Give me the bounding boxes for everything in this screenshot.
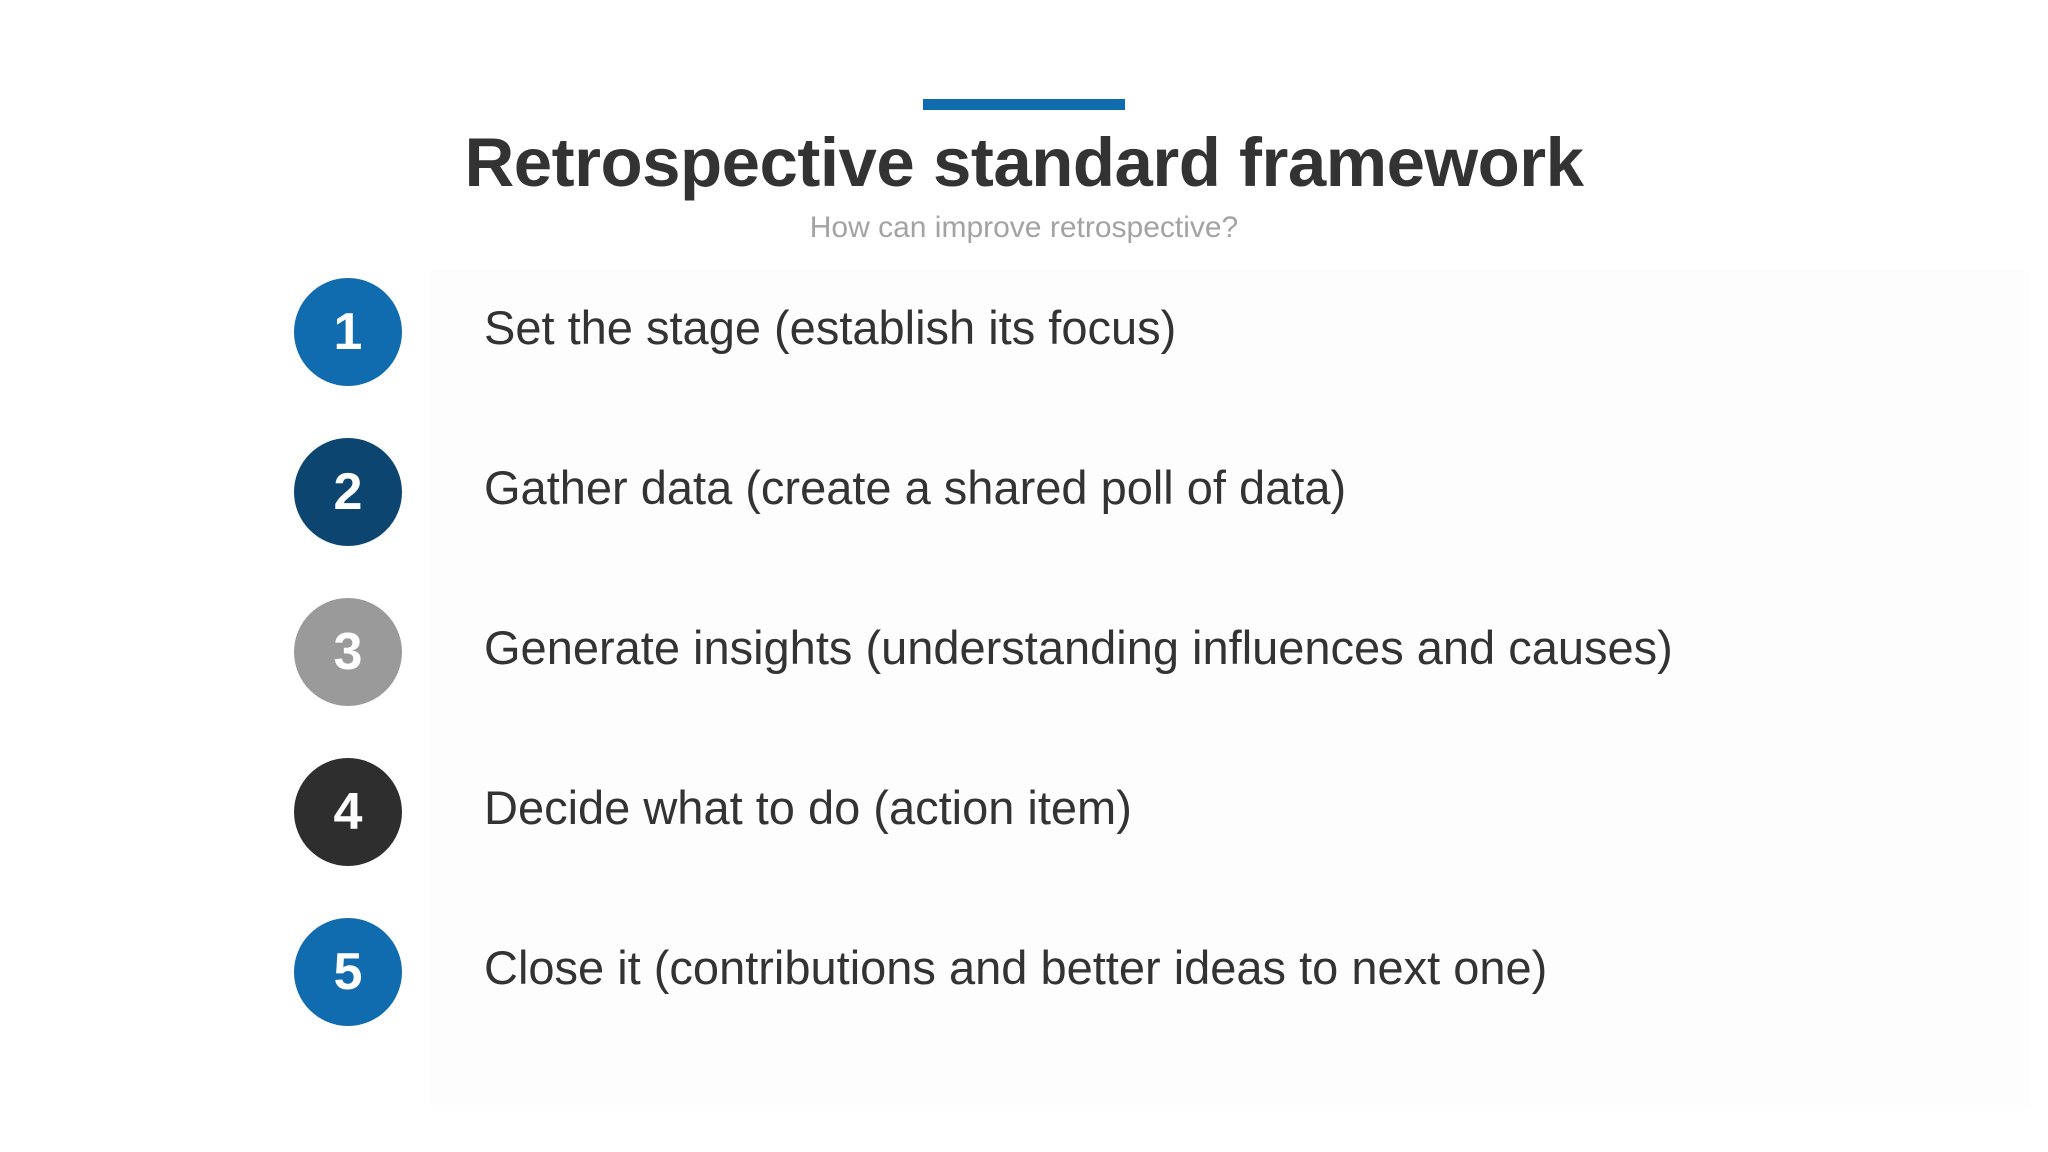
list-item[interactable]: 5 Close it (contributions and better ide… <box>0 918 2048 1078</box>
title-accent-bar <box>923 99 1125 110</box>
step-number-badge: 5 <box>294 918 402 1026</box>
step-number-badge: 4 <box>294 758 402 866</box>
step-number-badge: 1 <box>294 278 402 386</box>
step-label: Decide what to do (action item) <box>484 781 1132 834</box>
page-title: Retrospective standard framework <box>464 124 1584 201</box>
list-item[interactable]: 1 Set the stage (establish its focus) <box>0 278 2048 438</box>
list-item[interactable]: 3 Generate insights (understanding influ… <box>0 598 2048 758</box>
page-subtitle: How can improve retrospective? <box>809 211 1239 245</box>
step-label: Gather data (create a shared poll of dat… <box>484 461 1347 514</box>
step-label: Generate insights (understanding influen… <box>484 621 1673 674</box>
steps-list: 1 Set the stage (establish its focus) 2 … <box>0 278 2048 1078</box>
list-item[interactable]: 4 Decide what to do (action item) <box>0 758 2048 918</box>
step-number-badge: 3 <box>294 598 402 706</box>
step-label: Close it (contributions and better ideas… <box>484 941 1548 994</box>
step-label: Set the stage (establish its focus) <box>484 301 1177 354</box>
slide-header: Retrospective standard framework How can… <box>0 0 2048 244</box>
step-number-badge: 2 <box>294 438 402 546</box>
list-item[interactable]: 2 Gather data (create a shared poll of d… <box>0 438 2048 598</box>
